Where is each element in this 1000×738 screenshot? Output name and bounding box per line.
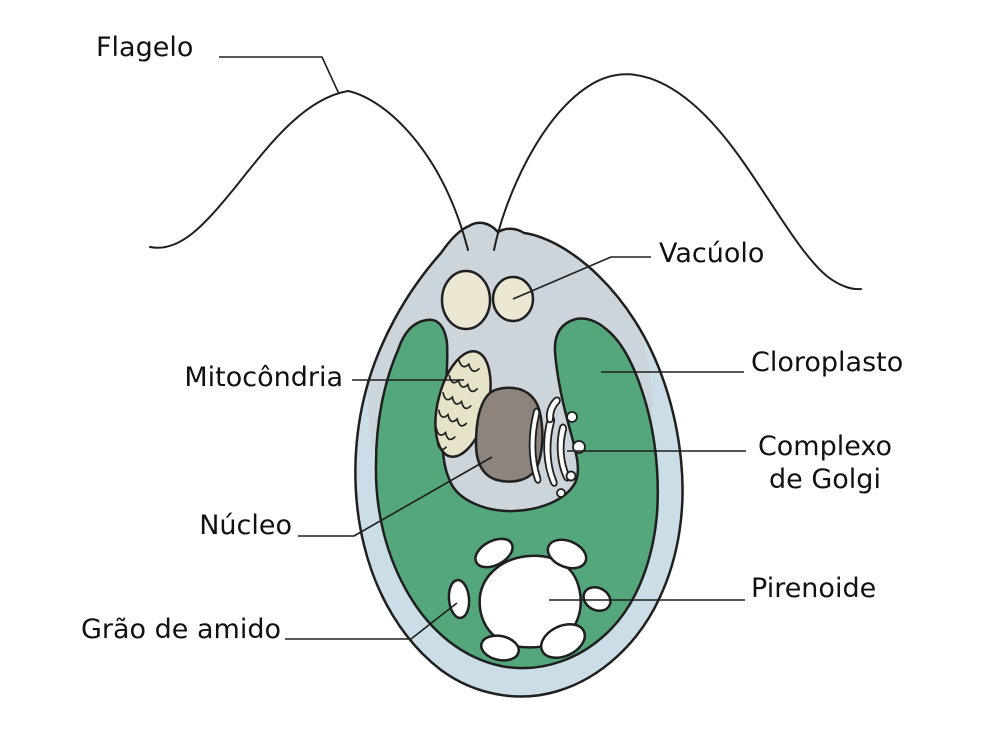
flagellum-left <box>149 89 469 251</box>
label-mitocondria: Mitocôndria <box>184 362 343 393</box>
label-vacuolo: Vacúolo <box>659 238 765 269</box>
starch-grain <box>582 586 612 612</box>
mitochondrion-cristae <box>435 427 456 441</box>
starch-grain <box>479 634 521 662</box>
golgi-sac <box>545 396 561 424</box>
grao-de-amido-leader-line <box>285 602 458 640</box>
pyrenoid <box>478 554 582 649</box>
mitochondrion-cristae <box>448 375 478 393</box>
starch-grain <box>447 578 471 620</box>
label-flagelo: Flagelo <box>96 32 194 63</box>
golgi-sac <box>528 407 542 484</box>
vacuolo-leader-line <box>512 256 651 300</box>
label-complexo-de-golgi-line2: de Golgi <box>769 463 881 495</box>
mitochondrion-cristae <box>457 358 480 373</box>
cell-outline <box>354 221 684 698</box>
nucleo-leader-line <box>298 456 493 537</box>
golgi-vesicle <box>566 411 578 423</box>
flagellum-right <box>493 73 862 291</box>
starch-grain <box>546 538 588 570</box>
golgi-vesicle <box>572 440 586 454</box>
flagelo-leader-line <box>219 56 340 95</box>
chloroplast <box>374 317 660 670</box>
label-nucleo: Núcleo <box>199 510 292 541</box>
vacuole-left <box>440 269 492 331</box>
label-pirenoide: Pirenoide <box>751 573 877 604</box>
label-cloroplasto: Cloroplasto <box>751 347 904 378</box>
golgi-complex <box>528 396 586 498</box>
label-complexo-de-golgi-line1: Complexo <box>757 431 893 462</box>
golgi-vesicle <box>556 488 566 498</box>
starch-grain <box>539 623 587 659</box>
mitochondrion-cristae <box>442 392 472 410</box>
golgi-vesicle <box>565 470 577 482</box>
label-complexo-de-golgi: Complexo de Golgi <box>745 431 905 497</box>
label-grao-de-amido: Grão de amido <box>80 614 281 645</box>
mitochondrion-cristae <box>437 409 468 427</box>
starch-grain <box>474 537 514 569</box>
mitochondrion-cristae <box>436 443 447 451</box>
